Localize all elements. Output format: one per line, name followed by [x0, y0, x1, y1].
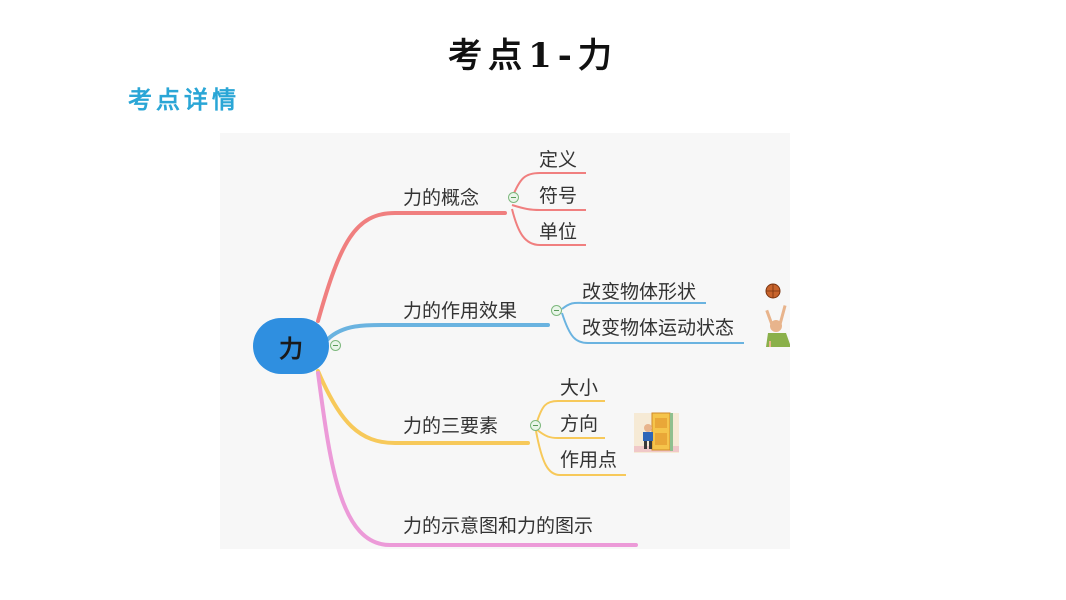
section-heading: 考点详情 — [128, 85, 240, 114]
leaf-unit[interactable]: 单位 — [539, 221, 578, 243]
link-change-motion — [561, 312, 744, 344]
branch-label-elements[interactable]: 力的三要素 — [403, 415, 499, 437]
link-symbol — [511, 204, 586, 211]
page-title: 考点1-力 — [448, 36, 618, 76]
leaf-definition[interactable]: 定义 — [539, 149, 578, 171]
branch-line-diagram — [316, 371, 638, 547]
leaf-magnitude[interactable]: 大小 — [560, 377, 599, 399]
link-magnitude — [535, 400, 605, 426]
branch-line-effects — [326, 322, 550, 341]
link-change-shape — [561, 301, 706, 310]
link-point — [535, 430, 626, 476]
mindmap: 力 力的概念 力的作用效果 力的三要素 力的示意图和力的图示 定义 符号 单位 … — [220, 133, 790, 549]
collapse-toggle-concept[interactable] — [508, 192, 519, 203]
branch-label-diagram[interactable]: 力的示意图和力的图示 — [403, 515, 594, 537]
branch-label-effects[interactable]: 力的作用效果 — [403, 300, 518, 322]
leaf-symbol[interactable]: 符号 — [539, 185, 578, 207]
link-direction — [535, 428, 605, 439]
leaf-point-of-action[interactable]: 作用点 — [560, 449, 618, 471]
collapse-toggle-effects[interactable] — [551, 305, 562, 316]
collapse-toggle-root[interactable] — [330, 340, 341, 351]
collapse-toggle-elements[interactable] — [530, 420, 541, 431]
branch-line-concept — [316, 211, 507, 323]
root-node[interactable]: 力 — [253, 318, 329, 374]
branch-label-concept[interactable]: 力的概念 — [403, 187, 480, 209]
basketball-player-image — [765, 283, 790, 347]
mindmap-connectors — [316, 172, 790, 547]
leaf-change-motion[interactable]: 改变物体运动状态 — [582, 317, 735, 339]
door-push-image — [634, 412, 679, 453]
leaf-change-shape[interactable]: 改变物体形状 — [582, 281, 697, 303]
leaf-direction[interactable]: 方向 — [560, 413, 599, 435]
link-unit — [511, 208, 586, 246]
branch-line-elements — [316, 369, 530, 445]
